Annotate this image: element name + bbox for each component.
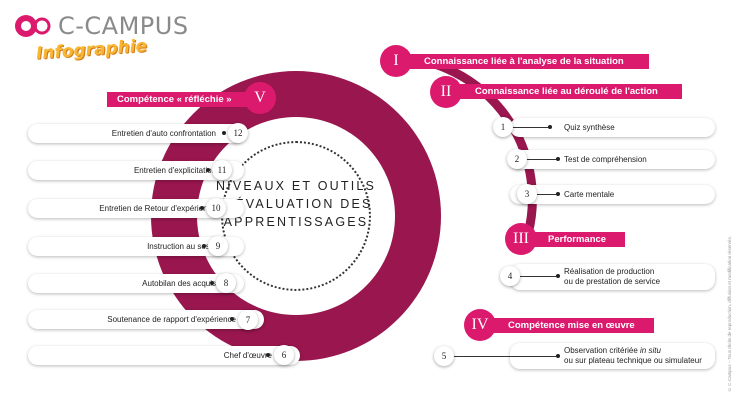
tool-dot-8	[210, 281, 214, 285]
brand-subtitle: Infographie	[35, 36, 148, 64]
category-3-header: Performance	[530, 232, 625, 247]
brand-name: C-CAMPUS	[58, 12, 189, 40]
center-title: NIVEAUX ET OUTILS D'ÉVALUATION DES APPRE…	[201, 177, 391, 231]
category-2-numeral: II	[430, 76, 462, 108]
category-2-header: Connaissance liée au déroulé de l'action	[455, 84, 682, 99]
center-title-line-2: D'ÉVALUATION DES	[219, 197, 373, 211]
logo-icon	[15, 15, 51, 37]
tool-dot-12	[222, 131, 226, 135]
tool-badge-11: 11	[212, 160, 232, 180]
tool-label-12: Entretien d'auto confrontation	[111, 129, 216, 138]
tool-label-6: Chef d'œuvre	[223, 351, 272, 360]
tool-badge-7: 7	[238, 310, 258, 330]
center-title-line-1: NIVEAUX ET OUTILS	[215, 179, 377, 193]
tool-leader-4	[520, 276, 558, 277]
tool-row-9: Instruction au sosie	[28, 237, 244, 256]
tool-label-4: Réalisation de production	[564, 267, 655, 276]
category-5-numeral: V	[244, 82, 276, 114]
copyright-text: © C-Campus – Tous droits de reproduction…	[727, 236, 732, 393]
tool-row-8: Autobilan des acquis	[28, 274, 244, 293]
tool-dot-6	[266, 353, 270, 357]
tool-row-3: Carte mentale	[510, 185, 715, 204]
tool-label-2: Test de compréhension	[564, 155, 647, 164]
tool-row-11: Entretien d'explicitation	[28, 161, 244, 180]
tool-badge-8: 8	[216, 273, 236, 293]
tool-badge-9: 9	[208, 236, 228, 256]
category-4-header: Compétence mise en œuvre	[484, 318, 654, 333]
tool-label-5-line-2: ou sur plateau technique ou simulateur	[564, 356, 702, 365]
tool-badge-6: 6	[274, 345, 294, 365]
tool-row-12: Entretien d'auto confrontation	[28, 124, 244, 143]
tool-dot-3	[556, 192, 560, 196]
tool-badge-2: 2	[507, 149, 527, 169]
tool-label-8: Autobilan des acquis	[142, 279, 216, 288]
tool-row-10: Entretien de Retour d'expérience	[28, 199, 244, 218]
tool-row-4: Réalisation de production ou de prestati…	[510, 264, 715, 290]
category-5-header: Compétence « réfléchie »	[107, 92, 262, 107]
tool-leader-5	[452, 356, 558, 357]
tool-badge-5: 5	[434, 346, 454, 366]
tool-badge-12: 12	[228, 123, 248, 143]
tool-badge-10: 10	[206, 198, 226, 218]
center-title-line-3: APPRENTISSAGES	[223, 215, 369, 229]
category-5-label: Compétence « réfléchie »	[117, 94, 232, 105]
category-1-label: Connaissance liée à l'analyse de la situ…	[424, 56, 624, 67]
category-4-label: Compétence mise en œuvre	[508, 320, 635, 331]
tool-label-9: Instruction au sosie	[147, 242, 216, 251]
tool-label-4-line-2: ou de prestation de service	[564, 277, 661, 286]
tool-label-3: Carte mentale	[564, 190, 615, 199]
tool-row-7: Soutenance de rapport d'expérience	[28, 310, 264, 329]
tool-badge-3: 3	[517, 184, 537, 204]
category-3-numeral: III	[505, 223, 537, 255]
tool-leader-2	[526, 159, 558, 160]
tool-label-5: Observation critériée in situ	[564, 346, 661, 355]
category-3-label: Performance	[548, 234, 607, 245]
tool-row-2: Test de compréhension	[510, 150, 715, 169]
tool-dot-9	[202, 244, 206, 248]
tool-dot-5	[556, 354, 560, 358]
tool-row-1: Quiz synthèse	[510, 118, 715, 137]
tool-badge-4: 4	[500, 266, 520, 286]
tool-leader-3	[536, 194, 558, 195]
tool-dot-1	[548, 125, 552, 129]
tool-dot-10	[200, 206, 204, 210]
tool-badge-1: 1	[493, 117, 513, 137]
tool-label-7: Soutenance de rapport d'expérience	[107, 315, 236, 324]
tool-label-1: Quiz synthèse	[564, 123, 615, 132]
category-4-numeral: IV	[464, 309, 496, 341]
tool-dot-2	[556, 157, 560, 161]
category-1-numeral: I	[380, 45, 412, 77]
tool-leader-1	[512, 127, 550, 128]
tool-label-10: Entretien de Retour d'expérience	[99, 204, 216, 213]
tool-label-11: Entretien d'explicitation	[133, 166, 216, 175]
tool-dot-11	[206, 168, 210, 172]
tool-dot-7	[230, 317, 234, 321]
tool-dot-4	[556, 274, 560, 278]
category-1-header: Connaissance liée à l'analyse de la situ…	[409, 54, 649, 69]
tool-row-6: Chef d'œuvre	[28, 346, 300, 365]
category-2-label: Connaissance liée au déroulé de l'action	[475, 86, 658, 97]
